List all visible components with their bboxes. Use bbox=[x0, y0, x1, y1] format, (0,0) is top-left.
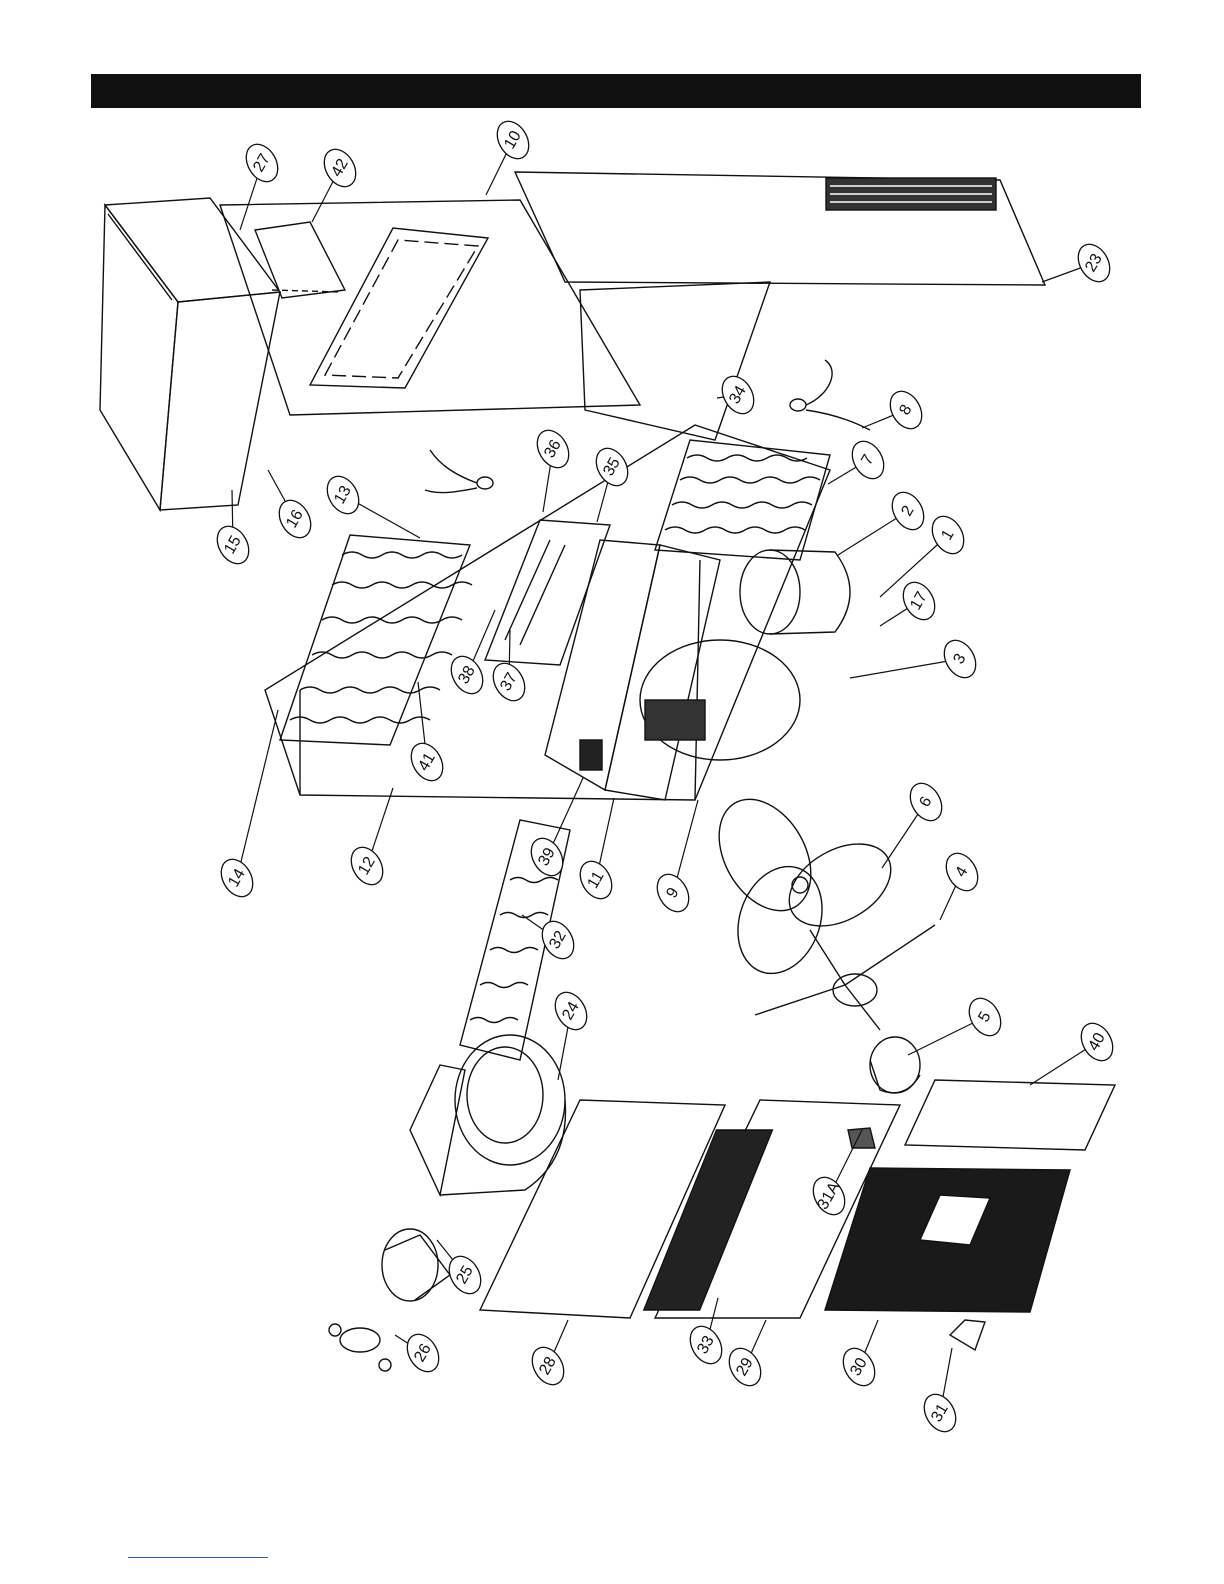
callout-1: 1 bbox=[880, 511, 970, 597]
callout-17: 17 bbox=[880, 577, 941, 626]
callout-41: 41 bbox=[405, 682, 449, 786]
condenser-coil bbox=[655, 440, 830, 560]
callout-15: 15 bbox=[211, 490, 255, 569]
wire-harness-16 bbox=[425, 450, 493, 493]
label-plate-31 bbox=[950, 1320, 985, 1350]
callout-36: 36 bbox=[531, 425, 575, 512]
callout-40: 40 bbox=[1030, 1018, 1119, 1085]
callout-9: 9 bbox=[651, 800, 698, 917]
top-cover-panel bbox=[100, 198, 280, 510]
callout-24: 24 bbox=[549, 987, 593, 1080]
control-box bbox=[485, 520, 610, 665]
center-partition bbox=[545, 540, 720, 800]
divider-34 bbox=[580, 282, 770, 440]
callout-leader bbox=[237, 710, 278, 878]
fan-motor bbox=[870, 1037, 920, 1093]
callout-5: 5 bbox=[908, 993, 1007, 1055]
callout-25: 25 bbox=[437, 1240, 487, 1299]
callout-12: 12 bbox=[345, 788, 393, 890]
fan-blade bbox=[700, 783, 905, 985]
evaporator-coil bbox=[280, 535, 472, 745]
callout-6: 6 bbox=[882, 778, 948, 868]
callout-34: 34 bbox=[716, 371, 760, 420]
callout-4: 4 bbox=[940, 848, 984, 920]
callout-31: 31 bbox=[918, 1348, 962, 1437]
callout-35: 35 bbox=[590, 443, 634, 522]
compressor bbox=[740, 550, 850, 634]
fan-shroud bbox=[640, 640, 800, 760]
callout-28: 28 bbox=[526, 1320, 570, 1390]
callout-8: 8 bbox=[862, 386, 928, 435]
intake-grille bbox=[825, 1168, 1070, 1312]
callout-32: 32 bbox=[522, 915, 580, 964]
callout-29: 29 bbox=[723, 1320, 767, 1391]
blower-housing bbox=[410, 1035, 566, 1195]
callout-16: 16 bbox=[268, 470, 317, 543]
callout-23: 23 bbox=[1042, 239, 1116, 288]
callout-leader bbox=[850, 659, 960, 678]
fan-motor-bracket bbox=[755, 925, 935, 1030]
footer-link-rule bbox=[128, 1557, 268, 1558]
callout-42: 42 bbox=[312, 144, 362, 222]
side-panel-23 bbox=[515, 172, 1045, 285]
callout-13: 13 bbox=[321, 471, 420, 538]
callout-37: 37 bbox=[487, 630, 531, 706]
motor-mount bbox=[329, 1324, 391, 1371]
rear-bulkhead-panel bbox=[220, 200, 640, 415]
callout-39: 39 bbox=[525, 778, 583, 881]
callout-3: 3 bbox=[850, 635, 982, 684]
callout-7: 7 bbox=[828, 436, 890, 485]
callout-26: 26 bbox=[395, 1329, 445, 1378]
access-panel-40 bbox=[905, 1080, 1115, 1150]
callout-2: 2 bbox=[838, 487, 930, 555]
wire-harness bbox=[790, 360, 870, 430]
blower-motor bbox=[382, 1229, 450, 1301]
callout-27: 27 bbox=[240, 139, 284, 230]
callout-14: 14 bbox=[215, 710, 278, 902]
callout-11: 11 bbox=[574, 798, 618, 904]
callout-10: 10 bbox=[486, 116, 535, 195]
callout-30: 30 bbox=[837, 1320, 881, 1391]
filter-panel-42 bbox=[255, 222, 345, 298]
